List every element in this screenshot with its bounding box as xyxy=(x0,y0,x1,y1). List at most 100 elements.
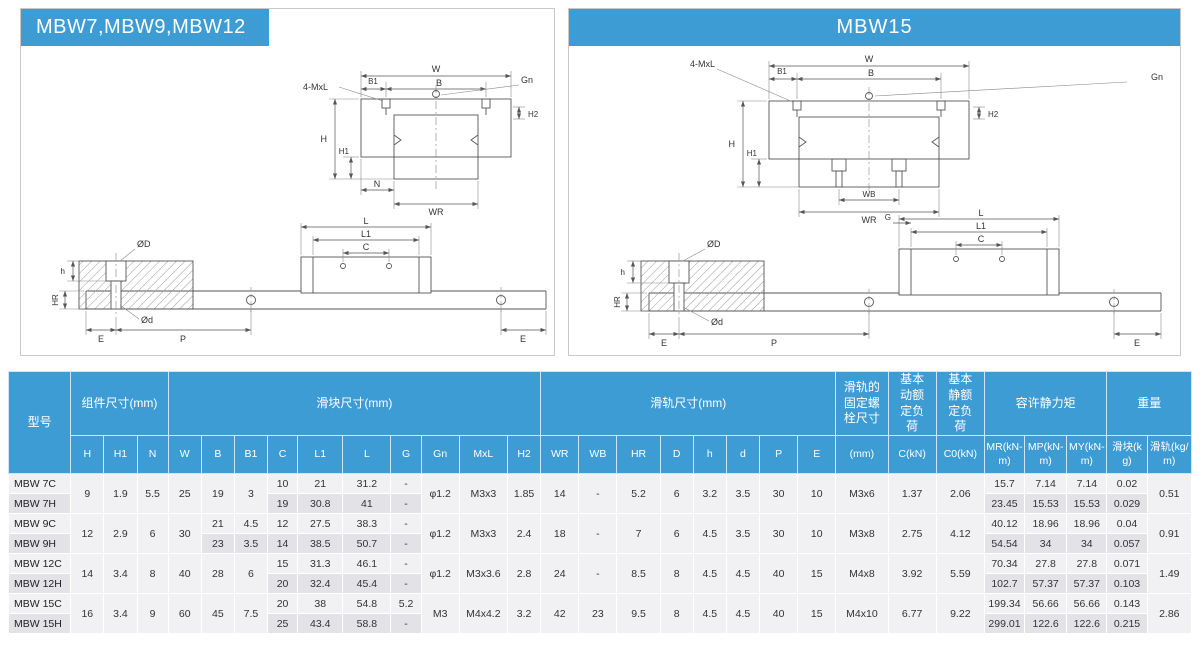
cell-MxL: M3x3 xyxy=(458,513,508,554)
col-header-HR: HR xyxy=(616,435,661,474)
cell-B1: 3.5 xyxy=(233,533,269,554)
col-header-W: W xyxy=(167,435,202,474)
cell-C: 10 xyxy=(267,473,299,494)
model-cell: MBW 7H xyxy=(7,493,72,514)
table-row: MBW 12H 20 32.4 45.4 - 102.7 57.37 57.37… xyxy=(7,573,1192,594)
col-header-C0: C0(kN) xyxy=(935,435,985,474)
col-header-MxL: MxL xyxy=(458,435,508,474)
dim-label-h-small: h xyxy=(61,267,65,276)
cell-W: 30 xyxy=(167,513,202,554)
cell-MP: 56.66 xyxy=(1024,593,1068,614)
cell-h: 4.5 xyxy=(692,553,727,594)
cell-WR: 18 xyxy=(540,513,580,554)
cell-C: 20 xyxy=(267,593,299,614)
table-row: MBW 7C 9 1.9 5.5 25 19 3 10 21 31.2 - φ1… xyxy=(7,473,1193,514)
cell-G: - xyxy=(390,493,422,514)
cell-MY: 56.66 xyxy=(1066,593,1108,614)
cell-MP: 27.8 xyxy=(1024,553,1068,574)
dim-label-e-right: E xyxy=(520,334,526,344)
cell-L1: 32.4 xyxy=(297,573,344,594)
col-header-N: N xyxy=(136,435,169,474)
cell-N: 8 xyxy=(136,553,169,594)
cell-H2: 2.8 xyxy=(506,553,542,594)
cell-WB: 23 xyxy=(578,593,618,634)
cell-W: 40 xyxy=(167,553,202,594)
cell-MY: 34 xyxy=(1066,533,1108,554)
group-header-block: 滑块尺寸(mm) xyxy=(167,371,542,436)
cell-L: 46.1 xyxy=(342,553,392,574)
cell-h: 4.5 xyxy=(692,593,727,634)
model-cell: MBW 15H xyxy=(7,613,72,634)
cell-WB: - xyxy=(578,553,618,594)
cell-B1: 7.5 xyxy=(233,593,269,634)
cell-L: 45.4 xyxy=(342,573,392,594)
cell-N: 5.5 xyxy=(136,473,169,514)
col-header-B1: B1 xyxy=(233,435,269,474)
cell-L: 50.7 xyxy=(342,533,392,554)
dim-label-wr: WR xyxy=(862,215,877,225)
cell-mb: 0.02 xyxy=(1106,473,1148,494)
group-header-bolt: 滑轨的固定螺栓尺寸 xyxy=(835,371,889,436)
header-group-row: 型号 组件尺寸(mm) 滑块尺寸(mm) 滑轨尺寸(mm) 滑轨的固定螺栓尺寸 … xyxy=(7,371,1192,474)
spec-table-wrap: 型号 组件尺寸(mm) 滑块尺寸(mm) 滑轨尺寸(mm) 滑轨的固定螺栓尺寸 … xyxy=(0,356,1200,634)
cell-WB: - xyxy=(578,513,618,554)
cell-mr: 1.49 xyxy=(1146,553,1193,594)
panel-mbw15: MBW15 xyxy=(568,8,1181,356)
col-header-MP: MP(kN-m) xyxy=(1024,435,1068,474)
cell-C0: 4.12 xyxy=(935,513,985,554)
header-sub-row: H H1 N W B B1 C L1 L G Gn MxL H2 WR WB H… xyxy=(9,435,1193,474)
cell-H2: 1.85 xyxy=(506,473,542,514)
cell-MR: 54.54 xyxy=(983,533,1026,554)
cell-B: 28 xyxy=(200,553,235,594)
dim-label-h: H xyxy=(729,139,736,149)
cell-HR: 7 xyxy=(616,513,661,554)
cell-WR: 42 xyxy=(540,593,580,634)
col-header-model: 型号 xyxy=(7,371,72,474)
cell-L: 38.3 xyxy=(342,513,392,534)
front-view-drawing: W B B1 4-MxL Gn H H1 xyxy=(690,54,1163,225)
dim-label-gn: Gn xyxy=(521,75,533,85)
cell-mb: 0.103 xyxy=(1106,573,1148,594)
cell-mb: 0.215 xyxy=(1106,613,1148,634)
cell-Ck: 1.37 xyxy=(887,473,937,514)
cell-d: 4.5 xyxy=(725,553,761,594)
dim-label-wb: WB xyxy=(863,190,876,199)
dim-label-dia-d: Ød xyxy=(711,317,723,327)
side-view-drawing: ØD Ød G L xyxy=(613,208,1162,348)
cell-HR: 5.2 xyxy=(616,473,661,514)
col-header-P: P xyxy=(759,435,799,474)
cell-H: 16 xyxy=(70,593,105,634)
dim-label-n: N xyxy=(374,179,381,189)
cell-L: 58.8 xyxy=(342,613,392,634)
cell-HR: 9.5 xyxy=(616,593,661,634)
cell-Gn: M3 xyxy=(420,593,460,634)
cell-B1: 3 xyxy=(233,473,269,514)
cell-MR: 70.34 xyxy=(983,553,1026,574)
group-header-dyn-load: 基本动额定负荷 xyxy=(887,371,937,436)
cell-MY: 15.53 xyxy=(1066,493,1108,514)
panel-title: MBW15 xyxy=(836,16,913,38)
cell-C: 20 xyxy=(267,573,299,594)
cell-L1: 38 xyxy=(297,593,344,614)
col-header-mb: 滑块(kg) xyxy=(1106,435,1148,474)
cell-bolt: M4x10 xyxy=(835,593,889,634)
cell-H1: 3.4 xyxy=(103,553,138,594)
dim-label-b1: B1 xyxy=(368,77,378,86)
cell-H2: 2.4 xyxy=(506,513,542,554)
drawing-panels-row: MBW7,MBW9,MBW12 xyxy=(20,8,1181,356)
cell-C: 19 xyxy=(267,493,299,514)
panel-mbw7-9-12: MBW7,MBW9,MBW12 xyxy=(20,8,555,356)
dim-label-h2: H2 xyxy=(528,110,539,119)
cell-d: 3.5 xyxy=(725,473,761,514)
col-header-h: h xyxy=(692,435,727,474)
cell-G: 5.2 xyxy=(390,593,422,614)
cell-P: 40 xyxy=(759,593,799,634)
cell-MR: 15.7 xyxy=(983,473,1026,494)
technical-drawing-mbw7-9-12: W B B1 4-MxL Gn H H1 xyxy=(51,64,547,344)
col-header-E: E xyxy=(797,435,837,474)
col-header-d: d xyxy=(725,435,761,474)
col-header-WR: WR xyxy=(540,435,580,474)
dim-label-4mxl: 4-MxL xyxy=(303,82,328,92)
cell-H2: 3.2 xyxy=(506,593,542,634)
cell-mr: 0.51 xyxy=(1146,473,1193,514)
